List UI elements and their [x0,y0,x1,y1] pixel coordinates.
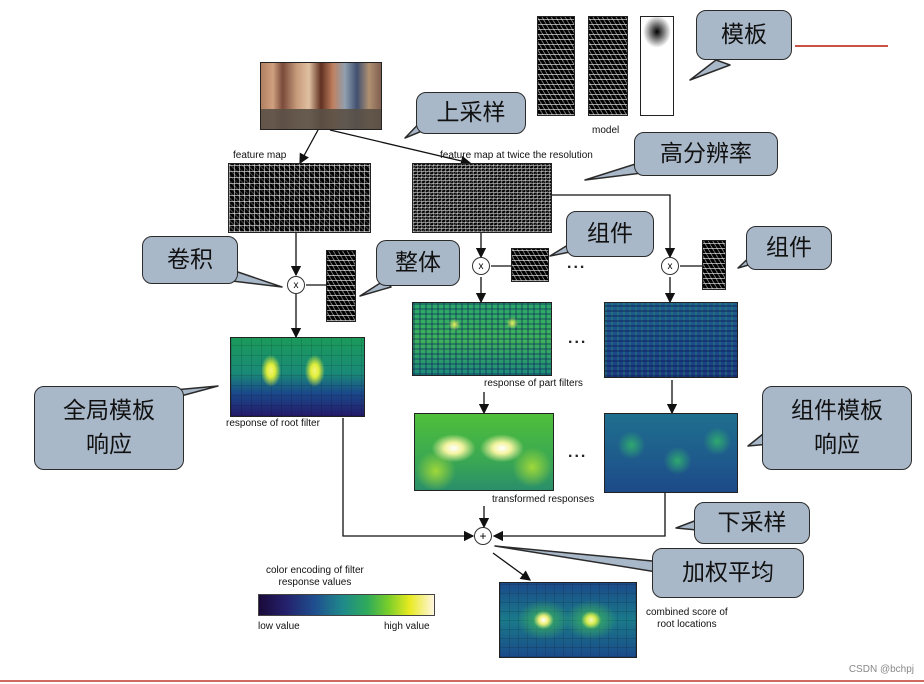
ellipsis-transformed: ... [568,444,588,461]
ellipsis-part-responses: ... [568,330,588,347]
arrow-fm2x-to-multiply-2 [552,194,676,259]
sum-operator: + [474,527,492,545]
feature-map-2x-image [412,163,552,233]
feature-map-2x-label: feature map at twice the resolution [440,150,593,161]
low-value-label: low value [258,621,300,632]
part-filter-1-thumbnail [511,248,549,282]
combined-score-label: combined score of root locations [646,607,728,630]
feature-map-image [228,163,371,233]
watermark: CSDN @bchpj [848,664,914,675]
multiply-operator-root: x [287,276,305,294]
callout-whole: 整体 [376,240,460,286]
root-filter-thumbnail [326,250,356,322]
transformed-label: transformed responses [492,494,595,505]
callout-tail-weighted-average [494,545,664,574]
callout-template: 模板 [696,10,792,60]
combined-score-map [499,582,637,658]
callout-tail-template [689,59,731,81]
color-encoding-bar [258,594,435,616]
ellipsis-part-filters: ... [567,255,587,272]
arrow-transformed-2-to-sum [492,492,666,542]
arrow-photo-to-feature-map-2x [329,129,472,166]
street-photo [260,62,382,130]
model-deformation-maps [640,16,674,116]
part-filter-response-map-1 [412,302,552,376]
multiply-operator-part-2: x [661,257,679,275]
model-label: model [592,125,620,136]
root-filter-response-map [230,337,365,417]
arrow-photo-to-feature-map [299,129,319,165]
part-filter-2-thumbnail [702,240,726,290]
callout-weighted-average: 加权平均 [652,548,804,598]
callout-downsample: 下采样 [694,502,810,544]
callout-global-template-response: 全局模板 响应 [34,386,184,470]
model-part-filters [588,16,628,116]
transformed-response-map-1 [414,413,554,491]
high-value-label: high value [384,621,430,632]
color-encoding-label: color encoding of filter response values [266,565,364,588]
callout-component-1: 组件 [566,211,654,257]
part-response-label: response of part filters [484,378,583,389]
model-root-filter [537,16,575,116]
arrow-root-to-sum [342,418,475,542]
callout-upsample: 上采样 [416,92,526,134]
arrow-sum-to-combined [492,552,532,581]
feature-map-label: feature map [233,150,287,161]
multiply-operator-part-1: x [472,257,490,275]
root-response-label: response of root filter [226,418,320,429]
callout-convolution: 卷积 [142,236,238,284]
part-filter-response-map-2 [604,302,738,378]
transformed-response-map-2 [604,413,738,493]
callout-high-resolution: 高分辨率 [634,132,778,176]
callout-component-template-response: 组件模板 响应 [762,386,912,470]
callout-component-2: 组件 [746,226,832,270]
